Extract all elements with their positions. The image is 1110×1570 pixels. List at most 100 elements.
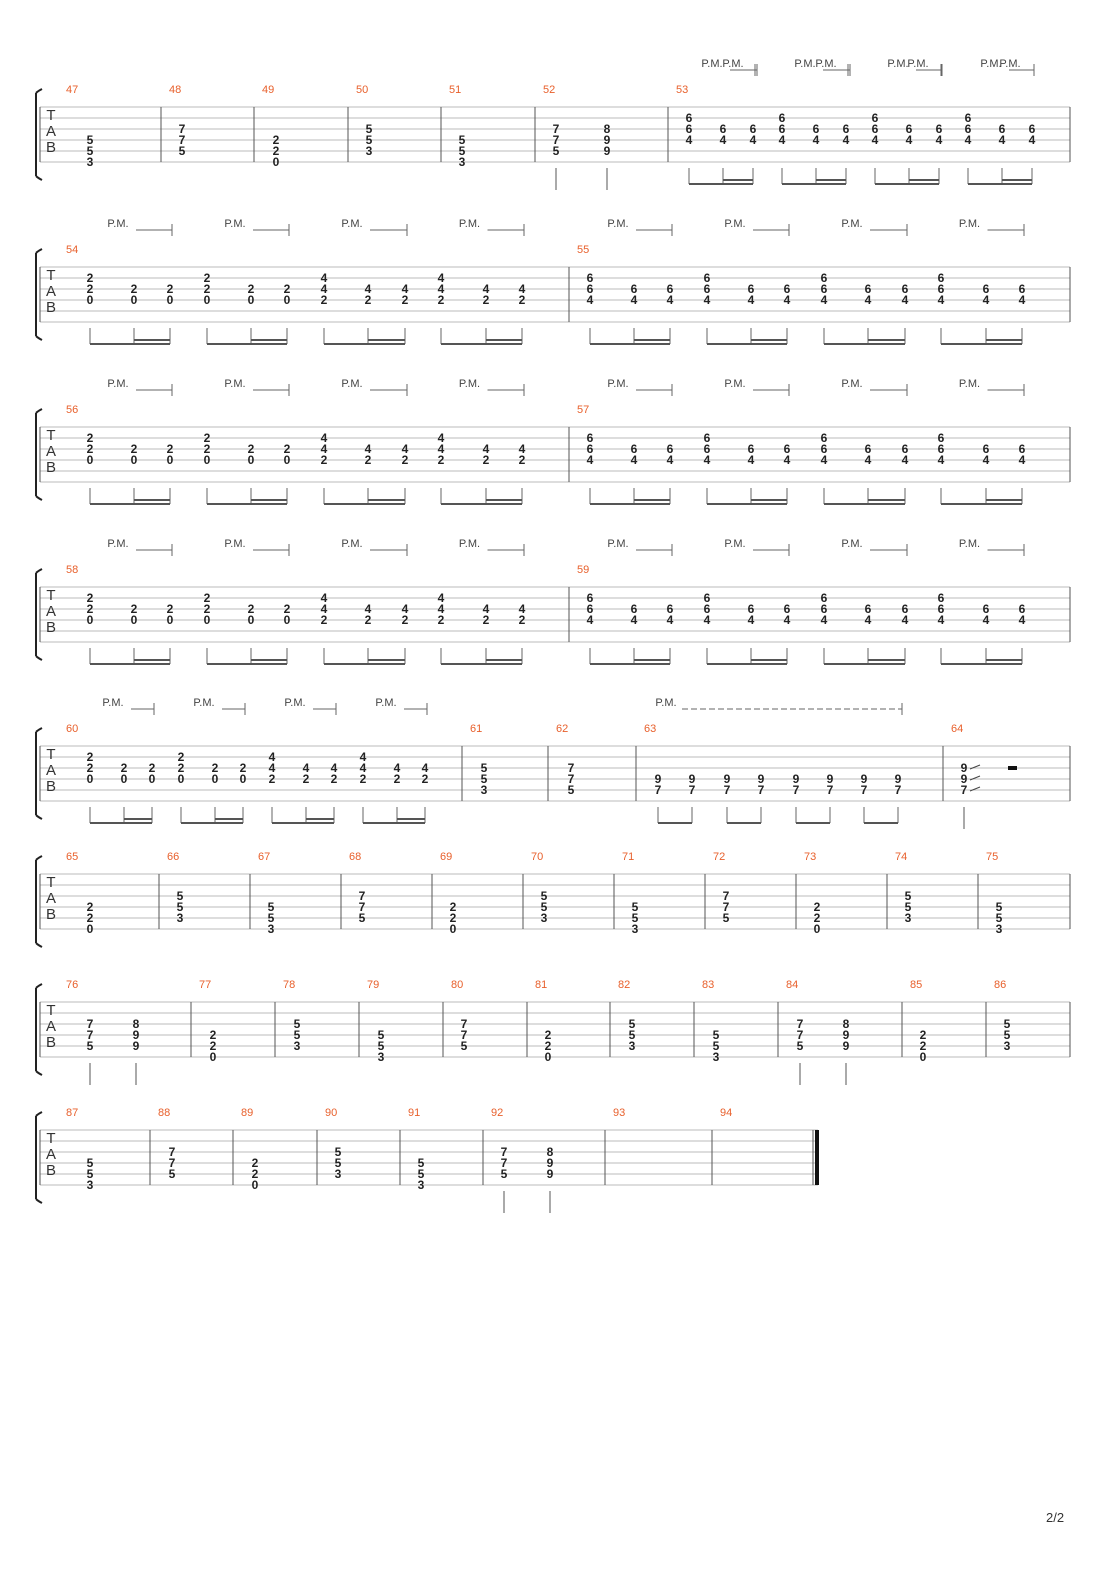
fret-number: 7 — [169, 1156, 176, 1170]
measure-number: 77 — [199, 979, 211, 991]
fret-number: 5 — [177, 889, 184, 903]
chord: 664 — [938, 271, 945, 307]
palm-mute-label: P.M. — [980, 58, 1001, 70]
fret-number: 3 — [335, 1167, 342, 1181]
chord: 220 — [87, 271, 94, 307]
fret-number: 4 — [321, 271, 328, 285]
palm-mute-label: P.M. — [284, 697, 305, 709]
fret-number: 6 — [631, 602, 638, 616]
fret-number: 5 — [378, 1028, 385, 1042]
fret-number: 0 — [212, 772, 219, 786]
fret-number: 9 — [843, 1028, 850, 1042]
fret-number: 7 — [797, 1028, 804, 1042]
fret-number: 4 — [438, 442, 445, 456]
fret-number: 0 — [178, 772, 185, 786]
fret-number: 7 — [568, 761, 575, 775]
fret-number: 4 — [1019, 293, 1026, 307]
fret-number: 6 — [784, 282, 791, 296]
fret-number: 4 — [321, 431, 328, 445]
measure: 596646464664646466464646646464P.M.P.M.P.… — [568, 538, 1026, 665]
tab-row: TAB7677589977220785537955380775812208255… — [35, 979, 1071, 1085]
chord: 220 — [204, 271, 211, 307]
fret-number: 4 — [331, 761, 338, 775]
fret-number: 4 — [965, 133, 972, 147]
measure-number: 50 — [356, 84, 368, 96]
chord: 775 — [359, 889, 366, 925]
fret-number: 6 — [983, 602, 990, 616]
chord: 64 — [983, 442, 990, 467]
tab-clef-letter: B — [46, 299, 56, 316]
fret-number: 4 — [402, 442, 409, 456]
chord: 64 — [983, 282, 990, 307]
palm-mute-label: P.M. — [107, 378, 128, 390]
chord: 220 — [87, 900, 94, 936]
fret-number: 5 — [481, 772, 488, 786]
fret-number: 0 — [204, 293, 211, 307]
fret-number: 4 — [784, 293, 791, 307]
measure-number: 52 — [543, 84, 555, 96]
fret-number: 2 — [321, 453, 328, 467]
chord: 20 — [284, 602, 291, 627]
fret-number: 9 — [724, 772, 731, 786]
fret-number: 5 — [359, 911, 366, 925]
palm-mute-label: P.M. — [224, 218, 245, 230]
fret-number: 2 — [87, 591, 94, 605]
fret-number: 4 — [587, 613, 594, 627]
chord: 20 — [167, 442, 174, 467]
chord: 664 — [965, 111, 972, 147]
fret-number: 0 — [149, 772, 156, 786]
fret-number: 0 — [167, 453, 174, 467]
fret-number: 4 — [750, 133, 757, 147]
fret-number: 7 — [359, 900, 366, 914]
fret-number: 6 — [902, 442, 909, 456]
measure-number: 61 — [470, 723, 482, 735]
fret-number: 4 — [813, 133, 820, 147]
fret-number: 4 — [872, 133, 879, 147]
chord: 64 — [843, 122, 850, 147]
measure-number: 88 — [158, 1107, 170, 1119]
fret-number: 2 — [519, 293, 526, 307]
fret-number: 6 — [704, 602, 711, 616]
fret-number: 2 — [131, 602, 138, 616]
fret-number: 2 — [178, 750, 185, 764]
fret-number: 6 — [748, 442, 755, 456]
fret-number: 0 — [210, 1050, 217, 1064]
chord: 42 — [422, 761, 429, 786]
palm-mute-label: P.M. — [655, 697, 676, 709]
fret-number: 4 — [902, 293, 909, 307]
fret-number: 8 — [843, 1017, 850, 1031]
chord: 20 — [248, 602, 255, 627]
fret-number: 2 — [248, 282, 255, 296]
fret-number: 6 — [748, 602, 755, 616]
palm-mute-label: P.M. — [887, 58, 908, 70]
fret-number: 4 — [438, 271, 445, 285]
fret-number: 2 — [87, 602, 94, 616]
fret-number: 2 — [204, 591, 211, 605]
chord: 97 — [895, 772, 902, 797]
palm-mute-label: P.M. — [794, 58, 815, 70]
fret-number: 6 — [1029, 122, 1036, 136]
chord: 20 — [167, 282, 174, 307]
system-bracket — [35, 568, 43, 661]
fret-number: 5 — [629, 1028, 636, 1042]
chord: 220 — [204, 431, 211, 467]
chord: 64 — [748, 602, 755, 627]
fret-number: 6 — [686, 111, 693, 125]
fret-number: 0 — [284, 613, 291, 627]
fret-number: 4 — [704, 293, 711, 307]
chord: 553 — [632, 900, 639, 936]
half-rest — [1008, 766, 1017, 770]
fret-number: 9 — [547, 1167, 554, 1181]
fret-number: 9 — [895, 772, 902, 786]
fret-number: 8 — [547, 1145, 554, 1159]
chord: 442 — [321, 591, 328, 627]
palm-mute-label: P.M. — [607, 378, 628, 390]
palm-mute-label: P.M. — [701, 58, 722, 70]
